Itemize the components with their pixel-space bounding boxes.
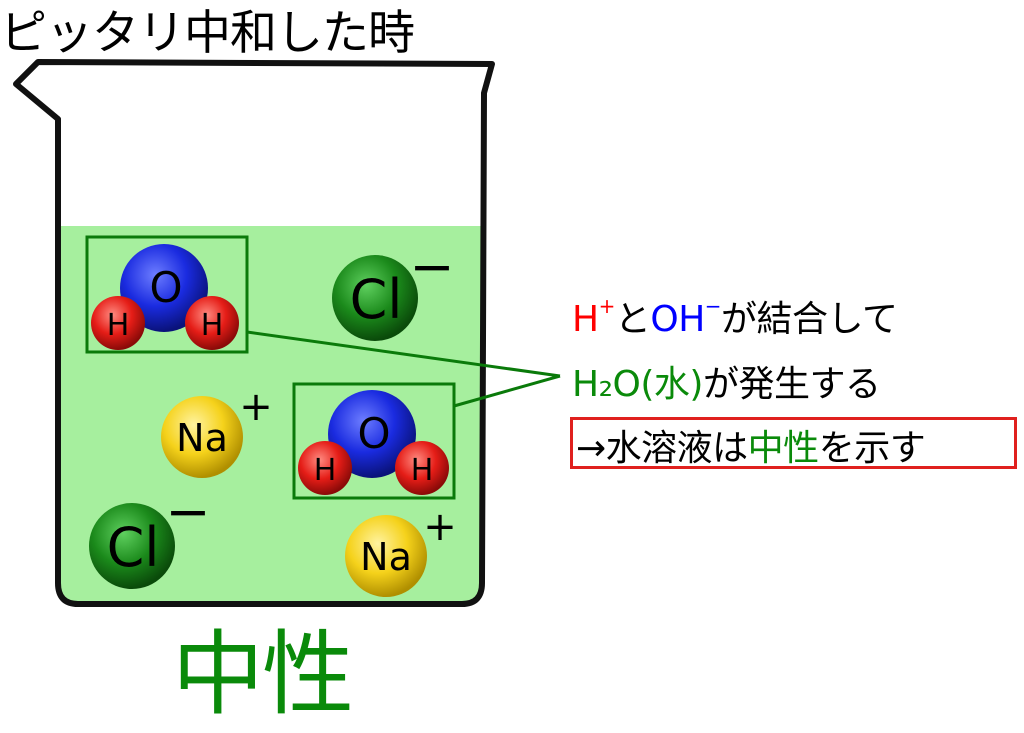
line2-rest: が発生する: [702, 364, 881, 405]
hydrogen-label: H: [201, 308, 224, 343]
water-box-2: [292, 382, 456, 500]
result-label: 中性: [172, 621, 354, 728]
explanation-line-1: H+とOH−が結合して: [572, 290, 898, 342]
chloride-ion-1: Cl −: [332, 235, 455, 341]
hydrogen-label: H: [314, 453, 337, 488]
water-molecule-2: O H H: [298, 390, 449, 495]
oxygen-atom: [120, 244, 208, 332]
connector-line-2: [453, 374, 561, 408]
line3-prefix: →水溶液は: [576, 428, 748, 469]
sodium-atom: [345, 515, 427, 597]
explanation-line-2: H₂O(水)が発生する: [572, 355, 881, 407]
water-formula: H₂O(水): [572, 364, 703, 405]
connector-line-1: [246, 330, 561, 378]
oxygen-label: O: [149, 263, 182, 312]
hydrogen-ion: H: [572, 299, 599, 340]
sodium-ion-2: Na +: [345, 504, 457, 597]
conjunction-to: と: [614, 299, 651, 340]
conclusion-box: [570, 417, 1017, 469]
page-title: ピッタリ中和した時: [0, 6, 415, 61]
line3-highlight: 中性: [747, 428, 820, 469]
hydroxide-ion-charge: −: [704, 294, 722, 318]
line1-rest: が結合して: [721, 299, 898, 340]
hydrogen-label: H: [411, 453, 434, 488]
sodium-charge: +: [423, 504, 457, 550]
chloride-atom: [332, 255, 418, 341]
hydrogen-atom: [395, 441, 449, 495]
beaker-diagram: O H H O H H Cl − Cl − Na + Na +: [13, 59, 561, 607]
hydrogen-atom: [185, 296, 239, 350]
hydrogen-atom: [91, 296, 145, 350]
sodium-label: Na: [360, 535, 412, 579]
explanation-line-3: →水溶液は中性を示す: [576, 419, 926, 471]
hydrogen-atom: [298, 441, 352, 495]
chloride-ion-2: Cl −: [89, 480, 211, 589]
sodium-charge: +: [239, 384, 273, 430]
oxygen-atom: [328, 390, 416, 478]
water-molecule-1: O H H: [91, 244, 239, 350]
chloride-charge: −: [409, 235, 454, 298]
chloride-label: Cl: [350, 268, 403, 331]
sodium-atom: [161, 396, 243, 478]
hydrogen-ion-charge: +: [598, 294, 616, 318]
oxygen-label: O: [357, 409, 390, 458]
chloride-label: Cl: [107, 516, 160, 579]
water-box-1: [85, 235, 249, 354]
chloride-charge: −: [165, 480, 210, 543]
chloride-atom: [89, 503, 175, 589]
hydrogen-label: H: [107, 308, 130, 343]
sodium-ion-1: Na +: [161, 384, 273, 478]
sodium-label: Na: [176, 416, 228, 460]
beaker-outline: [13, 59, 495, 607]
line3-suffix: を示す: [818, 428, 926, 469]
hydroxide-ion: OH: [650, 299, 705, 340]
